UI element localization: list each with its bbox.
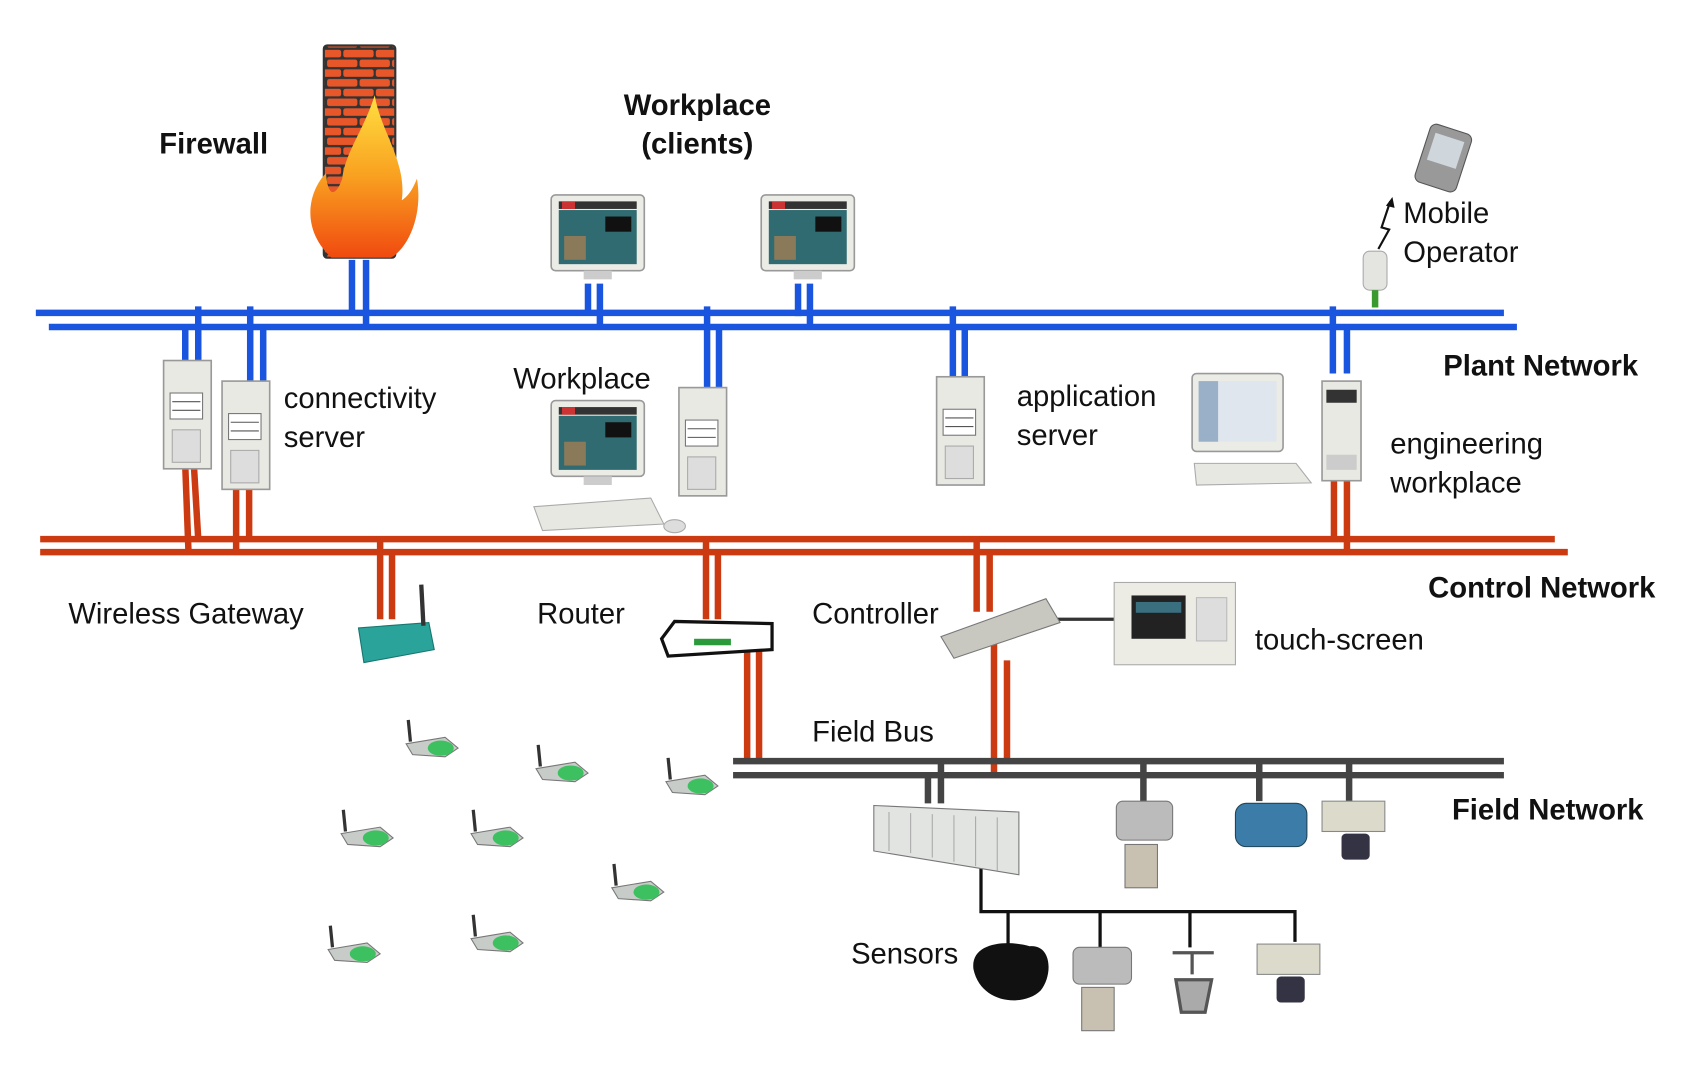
wireless-gateway-label: Wireless Gateway [68,599,304,631]
field-network-bus [733,617,1504,948]
engineering-workplace-label: engineering [1390,429,1543,461]
plant-network-label: Plant Network [1443,351,1639,383]
workplace-monitor-icon [533,399,686,534]
workplace-clients-label: Workplace [624,90,771,122]
router-label: Router [537,599,625,631]
connectivity-server-label: connectivity [284,383,437,415]
mobile-operator-label-line2: Operator [1403,237,1519,269]
field-bus-label: Field Bus [812,717,934,749]
motor-icon [1234,802,1308,848]
connectivity-server-icon [162,359,213,470]
pressure-transmitter-icon [1115,800,1174,889]
engineering-workstation-icon [1321,380,1362,482]
workplace-clients-label-line2: (clients) [641,129,753,161]
field-network-label: Field Network [1452,795,1644,827]
flow-meter-icon [1321,800,1386,860]
controller-label: Controller [812,599,939,631]
workplace-label: Workplace [513,364,651,396]
touch-screen-panel-icon [1113,581,1236,666]
workplace-client-monitor-icon [550,194,646,281]
workplace-server-icon [678,386,728,497]
wireless-sensor-icons [326,718,720,965]
engineering-workplace-label-line2: workplace [1389,468,1522,500]
connectivity-server-label-line2: server [284,422,365,454]
sensors-label: Sensors [851,939,958,971]
wireless-access-point-icon [1362,250,1388,308]
connectivity-server-icon [221,380,271,491]
mobile-device-icon [1377,123,1473,250]
control-network-label: Control Network [1428,573,1656,605]
wireless-gateway-icon [357,584,435,664]
firewall-label: Firewall [159,129,268,161]
application-server-icon [935,375,986,486]
application-server-label: application [1017,381,1157,413]
controller-icon [940,598,1061,659]
router-icon [659,619,774,658]
engineering-monitor-icon [1191,372,1313,486]
firewall-icon [310,44,419,259]
sensor-icons [973,943,1321,1032]
mobile-operator-label: Mobile [1403,198,1489,230]
workplace-client-monitor-icon [760,194,856,281]
plant-network-bus [35,259,1517,390]
application-server-label-line2: server [1017,420,1098,452]
io-rack-icon [873,804,1020,876]
control-network-bus [40,465,1568,776]
touch-screen-label: touch-screen [1255,625,1424,657]
